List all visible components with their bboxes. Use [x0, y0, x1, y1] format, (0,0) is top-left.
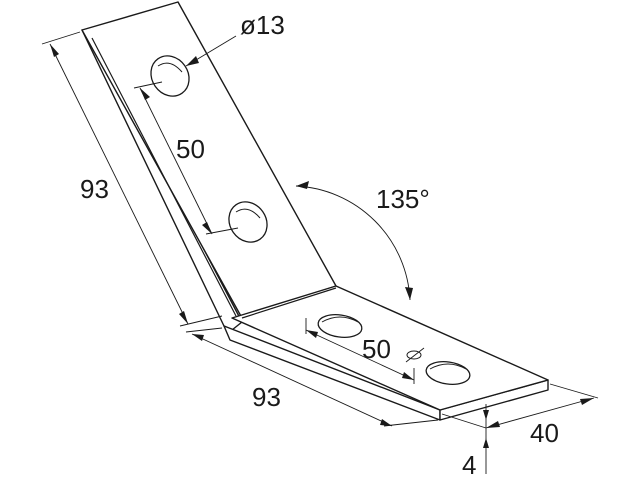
centre-mark [405, 347, 425, 363]
lower-hole-2 [425, 361, 471, 385]
dim-hole-diameter-leader [185, 35, 237, 67]
dim-length-lower-line [185, 327, 439, 427]
label-thickness: 4 [462, 450, 476, 480]
upper-hole-2 [228, 201, 268, 243]
dim-length-upper-line [41, 31, 223, 327]
label-length-lower: 93 [252, 382, 281, 412]
lower-hole-1 [317, 314, 363, 338]
dim-hole-spacing-upper-line [133, 81, 239, 235]
dim-angle-arc [295, 181, 413, 301]
upper-arm [81, 1, 337, 331]
label-hole-spacing-upper: 50 [176, 134, 205, 164]
label-length-upper: 93 [80, 174, 109, 204]
dim-thickness-line [483, 404, 489, 474]
bend-line [241, 287, 337, 319]
upper-hole-1 [150, 55, 190, 97]
label-angle: 135° [376, 184, 430, 214]
label-width: 40 [530, 418, 559, 448]
dim-hole-spacing-lower-line [305, 318, 415, 384]
dim-width-line [441, 383, 599, 429]
upper-arm-inner-edge [91, 37, 237, 317]
label-hole-spacing-lower: 50 [362, 334, 391, 364]
label-hole-diameter: ø13 [240, 10, 285, 40]
